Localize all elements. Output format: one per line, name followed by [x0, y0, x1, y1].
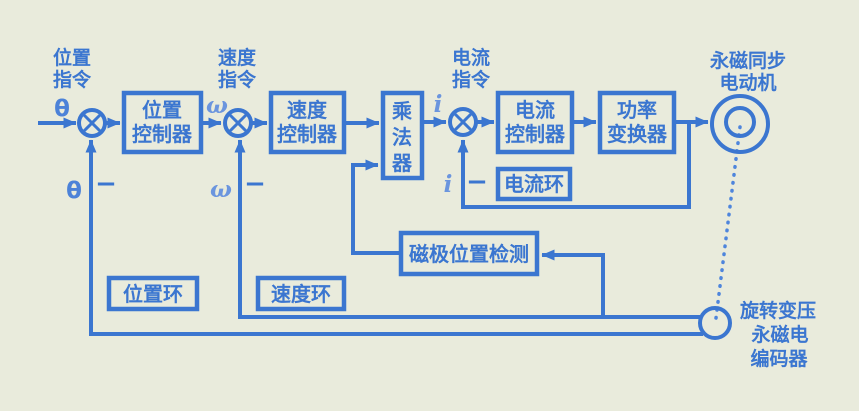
multiplier-label-char3: 器: [391, 151, 413, 175]
encoder-icon: [698, 306, 732, 340]
shaft-dotted-link: [714, 125, 742, 320]
position-controller-block: [121, 90, 204, 155]
power-converter-block: [597, 90, 677, 155]
position-loop-label: 位置环: [123, 282, 183, 306]
position-cmd-label-line1: 位置: [53, 46, 91, 69]
position-controller-label-line2: 控制器: [132, 122, 193, 146]
current-controller-label-line1: 电流: [515, 98, 555, 122]
speed-summing-junction: [223, 108, 253, 138]
encoder-label-line3: 编码器: [750, 347, 808, 370]
current-cmd-label-line1: 电流: [452, 46, 490, 69]
encoder-label-line1: 旋转变压: [739, 299, 816, 322]
motor-label-line1: 永磁同步: [709, 49, 786, 72]
power-converter-label-line2: 变换器: [607, 122, 668, 146]
current-feedback-line: [457, 122, 691, 209]
position-controller-label-line1: 位置: [142, 98, 182, 122]
pole-position-detection-label: 磁极位置检测: [409, 242, 529, 266]
pole-position-detection-block: [398, 230, 540, 277]
omega-output-symbol: ω: [206, 92, 228, 119]
current-controller-label-line2: 控制器: [505, 122, 566, 146]
minus-sign-current: −: [466, 167, 488, 197]
connectors: [38, 116, 709, 336]
multiplier-block: [380, 90, 425, 181]
position-loop-box: [106, 275, 200, 312]
multiplier-label-char1: 乘: [391, 99, 413, 123]
multiplier-label-char2: 法: [392, 125, 412, 149]
motor-icon: [710, 94, 770, 154]
current-cmd-label-line2: 指令: [452, 68, 491, 91]
speed-loop-label: 速度环: [271, 282, 331, 306]
theta-input-symbol: θ: [54, 96, 70, 122]
power-converter-label-line1: 功率: [617, 98, 657, 122]
position-summing-junction: [77, 108, 107, 138]
speed-controller-label-line2: 控制器: [277, 122, 338, 146]
minus-sign-speed: −: [244, 169, 266, 199]
speed-feedback-line: [234, 139, 702, 319]
position-feedback-line: [85, 139, 703, 336]
pole-detection-output-line: [351, 159, 401, 255]
position-cmd-label-line2: 指令: [53, 68, 92, 91]
omega-feedback-symbol: ω: [210, 176, 232, 203]
encoder-label-line2: 永磁电: [750, 323, 808, 346]
speed-cmd-label-line2: 指令: [218, 68, 257, 91]
pole-detection-input-line: [541, 249, 605, 317]
speed-loop-box: [255, 275, 347, 312]
theta-feedback-symbol: θ: [66, 178, 82, 204]
speed-controller-block: [268, 90, 347, 155]
speed-cmd-label-line1: 速度: [218, 46, 257, 69]
current-loop-box: [495, 166, 573, 202]
current-loop-label: 电流环: [504, 172, 564, 196]
speed-controller-label-line1: 速度: [287, 98, 328, 122]
minus-sign-position: −: [95, 169, 117, 199]
current-controller-block: [495, 90, 575, 155]
current-summing-junction: [448, 107, 478, 137]
motor-label-line2: 电动机: [719, 71, 776, 94]
i-feedback-symbol: i: [444, 171, 453, 198]
i-output-symbol: i: [434, 91, 443, 118]
